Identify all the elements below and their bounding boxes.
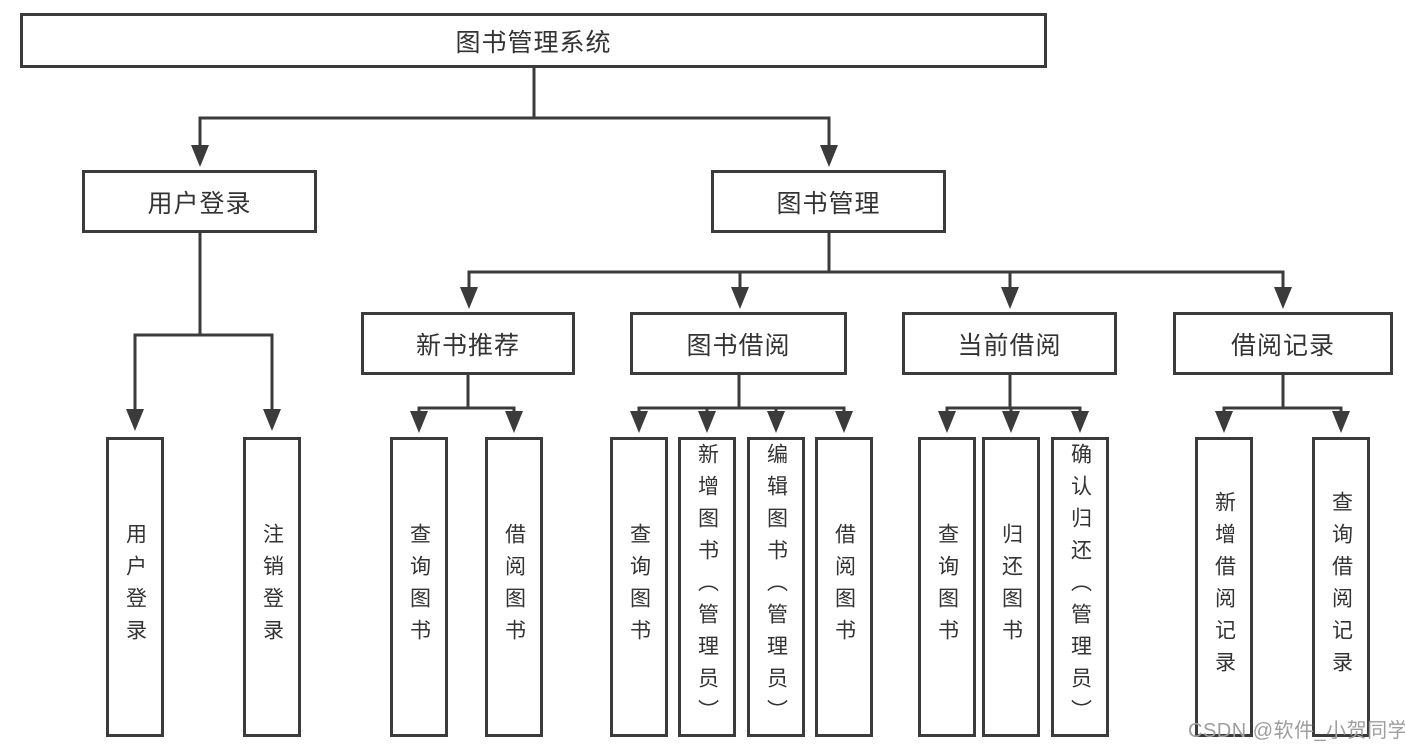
node-new-book-recommend: 新书推荐 (361, 312, 575, 375)
arrowhead (820, 145, 838, 167)
leaf-borrow-books-1: 借阅图书 (485, 437, 543, 737)
leaf-confirm-return-admin: 确认归还（管理员） (1051, 437, 1109, 737)
arrowhead (1215, 411, 1233, 433)
leaf-add-books-admin-label: 新增图书（管理员） (695, 443, 719, 731)
leaf-return-books: 归还图书 (982, 437, 1040, 737)
leaf-query-books-2: 查询图书 (610, 437, 668, 737)
leaf-query-books-3: 查询图书 (918, 437, 976, 737)
arrowhead (460, 287, 478, 309)
leaf-query-books-1: 查询图书 (390, 437, 448, 737)
arrowhead (698, 411, 716, 433)
leaf-logout: 注销登录 (243, 437, 301, 737)
leaf-add-borrow-record-label: 新增借阅记录 (1212, 491, 1236, 683)
leaf-query-books-3-label: 查询图书 (935, 523, 959, 651)
node-root: 图书管理系统 (20, 13, 1047, 68)
arrowhead (1332, 411, 1350, 433)
arrowhead (1001, 287, 1019, 309)
arrowhead (1071, 411, 1089, 433)
node-current-borrow-label: 当前借阅 (957, 331, 1062, 360)
node-borrow-records: 借阅记录 (1173, 312, 1393, 375)
arrowhead (1002, 411, 1020, 433)
arrowhead (505, 411, 523, 433)
leaf-user-login: 用户登录 (106, 437, 164, 737)
leaf-query-borrow-record-label: 查询借阅记录 (1329, 491, 1353, 683)
node-user-login-label: 用户登录 (147, 189, 252, 218)
leaf-confirm-return-admin-label: 确认归还（管理员） (1068, 443, 1092, 731)
node-book-management: 图书管理 (711, 170, 946, 233)
node-book-borrow-label: 图书借阅 (686, 331, 791, 360)
arrowhead (1274, 287, 1292, 309)
leaf-user-login-label: 用户登录 (123, 523, 147, 651)
leaf-query-borrow-record: 查询借阅记录 (1312, 437, 1370, 737)
node-book-management-label: 图书管理 (776, 189, 881, 218)
leaf-query-books-2-label: 查询图书 (627, 523, 651, 651)
watermark: CSDN @软件_小贺同学 (1188, 720, 1405, 742)
leaf-query-books-1-label: 查询图书 (407, 523, 431, 651)
arrowhead (410, 411, 428, 433)
arrowhead (263, 409, 281, 431)
arrowhead (191, 145, 209, 167)
arrowhead (126, 409, 144, 431)
arrowhead (630, 411, 648, 433)
node-book-borrow: 图书借阅 (630, 312, 847, 375)
arrowhead (835, 411, 853, 433)
node-user-login: 用户登录 (82, 170, 317, 233)
leaf-borrow-books-1-label: 借阅图书 (502, 523, 526, 651)
node-current-borrow: 当前借阅 (902, 312, 1117, 375)
node-root-label: 图书管理系统 (455, 28, 612, 57)
leaf-borrow-books-2: 借阅图书 (815, 437, 873, 737)
node-borrow-records-label: 借阅记录 (1230, 331, 1335, 360)
leaf-add-books-admin: 新增图书（管理员） (678, 437, 736, 737)
leaf-edit-books-admin-label: 编辑图书（管理员） (764, 443, 788, 731)
arrowhead (767, 411, 785, 433)
connector-lines (133, 68, 1343, 413)
node-new-book-recommend-label: 新书推荐 (415, 331, 520, 360)
leaf-add-borrow-record: 新增借阅记录 (1195, 437, 1253, 737)
leaf-borrow-books-2-label: 借阅图书 (832, 523, 856, 651)
arrowhead (938, 411, 956, 433)
leaf-edit-books-admin: 编辑图书（管理员） (747, 437, 805, 737)
arrowhead (731, 287, 749, 309)
leaf-logout-label: 注销登录 (260, 523, 284, 651)
leaf-return-books-label: 归还图书 (999, 523, 1023, 651)
